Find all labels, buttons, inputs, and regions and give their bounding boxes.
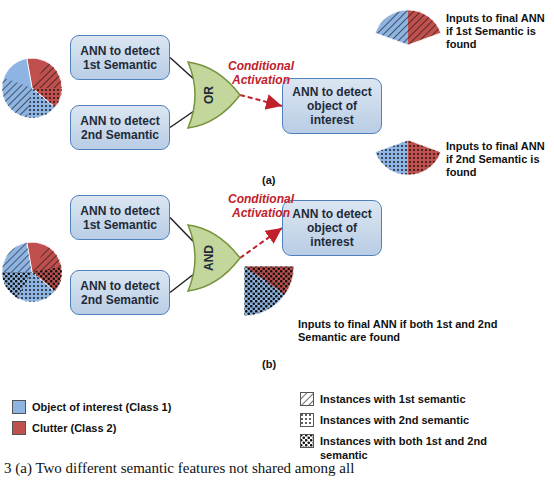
- legend-text: Clutter (Class 2): [32, 421, 116, 435]
- legend-text: Instances with 2nd semantic: [320, 413, 469, 427]
- legend-pattern-sample: [301, 414, 314, 427]
- process-box: ANN to detect object of interest: [282, 78, 382, 134]
- gate-label: AND: [202, 245, 216, 271]
- legend-pattern-sample: [301, 393, 314, 406]
- process-box: ANN to detect 1st Semantic: [70, 195, 170, 240]
- legend-row: Instances with both 1st and 2nd semantic: [300, 434, 500, 462]
- pie-chart-b: [2, 242, 62, 302]
- gate-label: OR: [202, 86, 216, 104]
- conditional-arrow: [240, 95, 282, 106]
- pie-hatch: [2, 243, 32, 273]
- figure-caption: 3 (a) Two different semantic features no…: [4, 460, 354, 477]
- pie-hatch: [2, 78, 32, 118]
- annotation-label: (a): [262, 174, 302, 187]
- legend-row: Instances with 1st semantic: [300, 392, 500, 406]
- annotation-label: Inputs to final ANN if 1st Semantic is f…: [446, 12, 552, 51]
- annotation-label: Inputs to final ANN if both 1st and 2nd …: [298, 318, 513, 344]
- box-label: ANN to detect 1st Semantic: [76, 44, 164, 72]
- pie-hatch: [375, 10, 441, 45]
- pie-both: [244, 266, 294, 316]
- legend-row: Clutter (Class 2): [12, 421, 232, 435]
- gate-outline: [188, 225, 240, 291]
- legend-text: Instances with 1st semantic: [320, 392, 466, 406]
- legend-row: Object of interest (Class 1): [12, 400, 232, 414]
- edge-label: Conditional Activation: [218, 192, 304, 220]
- process-box: ANN to detect 1st Semantic: [70, 35, 170, 80]
- box-label: ANN to detect object of interest: [288, 207, 376, 249]
- pie-both: [2, 272, 32, 298]
- legend-swatch: [12, 400, 26, 414]
- conditional-arrow: [240, 228, 282, 258]
- box-label: ANN to detect 2nd Semantic: [76, 279, 164, 307]
- pie-chart-a: [2, 58, 62, 118]
- process-box: ANN to detect 2nd Semantic: [70, 270, 170, 315]
- process-box: ANN to detect 2nd Semantic: [70, 105, 170, 150]
- pie-dots: [32, 88, 62, 107]
- legend-pattern: [300, 392, 314, 406]
- pie-hatch: [32, 62, 62, 88]
- box-label: ANN to detect 2nd Semantic: [76, 114, 164, 142]
- legend-text: Object of interest (Class 1): [32, 400, 171, 414]
- legend-pattern: [300, 434, 314, 448]
- annotation-label: Inputs to final ANN if 2nd Semantic is f…: [446, 140, 552, 179]
- legend-swatch: [12, 421, 26, 435]
- legend-pattern: [300, 413, 314, 427]
- legend-text: Instances with both 1st and 2nd semantic: [320, 434, 500, 462]
- logic-gate: AND: [188, 225, 240, 291]
- box-label: ANN to detect object of interest: [288, 85, 376, 127]
- slice-2nd-semantic: [375, 140, 441, 175]
- slice-both-semantics: [244, 266, 294, 316]
- pie-dots: [375, 140, 441, 175]
- slice-1st-semantic: [375, 10, 441, 45]
- legend-pattern-sample: [301, 435, 314, 448]
- box-label: ANN to detect 1st Semantic: [76, 204, 164, 232]
- pie-both: [32, 267, 62, 292]
- edge-label: Conditional Activation: [218, 59, 304, 87]
- process-box: ANN to detect object of interest: [282, 200, 382, 256]
- annotation-label: (b): [262, 358, 302, 371]
- legend-row: Instances with 2nd semantic: [300, 413, 500, 427]
